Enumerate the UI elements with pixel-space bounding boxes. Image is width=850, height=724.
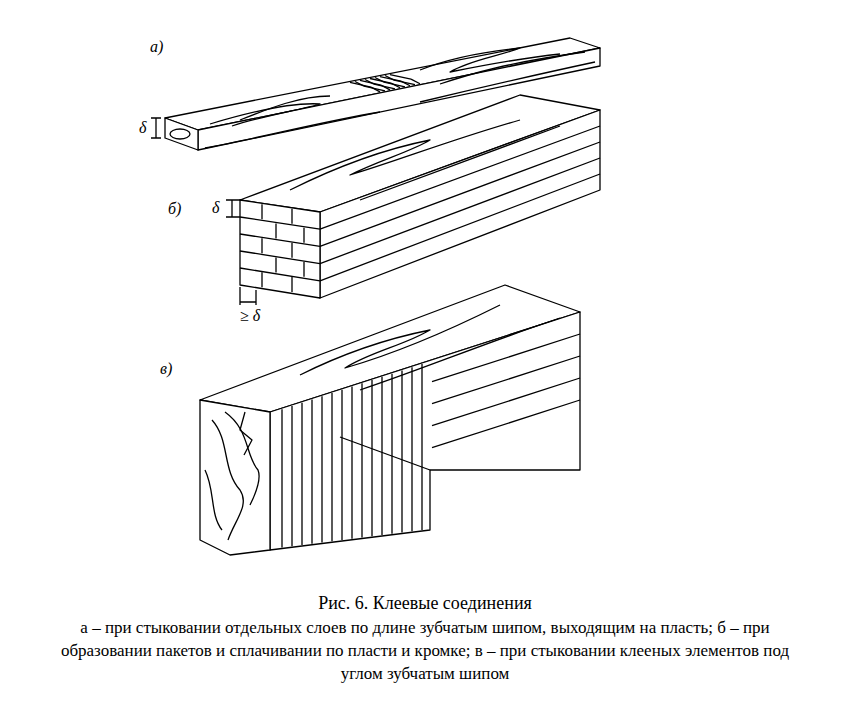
layer-line [320,174,600,281]
finger-line [375,78,384,83]
finger-line [365,79,374,84]
plank-joint [275,257,276,272]
wood-grain [290,120,520,190]
wood-grain [240,96,330,120]
layer-line [240,217,320,229]
part-letter: а) [150,38,163,56]
finger-line [355,81,364,86]
growth-ring [170,129,190,139]
layer-line [432,378,580,426]
finger-joint [282,334,580,548]
finger-line [411,367,412,531]
finger-line [291,406,292,546]
finger-line [364,86,385,91]
beam-end-face [200,400,270,555]
plank-joint [303,262,304,277]
beam-side-face [270,312,580,550]
finger-line [391,374,392,534]
wood-grain [440,52,585,84]
plank-joint [275,223,276,238]
finger-line [421,364,422,530]
growth-ring [225,412,259,505]
layer-line [240,251,320,264]
finger-line [321,396,322,542]
plank-joint [291,277,292,292]
figure-caption: Рис. 6. Клеевые соединения [0,592,850,614]
wood-grain [300,305,500,375]
finger-line [371,380,372,536]
finger-line [394,80,415,85]
package-layers [240,126,600,292]
wood-grain [360,318,560,390]
plank-joint [261,238,262,253]
growth-ring [205,470,222,530]
finger-joint [350,75,420,92]
wood-grain [360,126,560,200]
plank-joint [303,228,304,243]
package-end-face [240,200,320,298]
finger-line [401,370,402,532]
plank-joint [261,272,262,287]
dimension-line [240,287,256,305]
layer-line [432,334,580,382]
finger-line [351,387,352,539]
finger-line [311,399,312,543]
dimension-line [151,118,161,138]
finger-line [374,84,395,89]
growth-ring [240,412,252,455]
finger-line [281,409,282,547]
finger-line [384,82,405,87]
wood-grain [420,48,560,72]
finger-line [361,383,362,537]
finger-line [411,79,420,84]
plank-joint [261,204,262,219]
layer-line [320,142,600,246]
wood-grain [210,104,320,126]
finger-line [385,76,394,81]
layer-line [320,126,600,229]
dimension-label: δ [139,119,146,137]
layer-line [432,356,580,404]
finger-line [381,377,382,535]
plank-joint [291,243,292,258]
caption-note: а – при стыковании отдельных слоев по дл… [38,616,812,685]
dimension-label: δ [212,199,219,217]
finger-line [331,393,332,541]
wood-grain [420,62,595,102]
finger-line [390,75,411,80]
finger-line [341,390,342,540]
layer-line [240,268,320,281]
joint-edge [340,437,430,470]
finger-line [301,403,302,545]
layer-line [320,158,600,264]
layer-line [432,400,580,448]
dimension-label: ≥ δ [240,307,260,325]
plank-joint [291,209,292,224]
wood-grain [205,112,380,148]
board-end-face [165,118,198,150]
dimension-line [226,200,240,217]
layer-line [240,234,320,246]
part-letter: б) [168,200,181,218]
part-letter: в) [160,360,172,378]
